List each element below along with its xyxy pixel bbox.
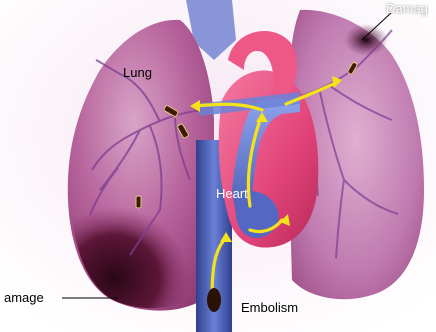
damage-left-label: amage <box>4 291 44 304</box>
embolism-label: Embolism <box>241 301 298 314</box>
right-lung-damage <box>344 24 388 56</box>
embolism-clot <box>207 288 221 312</box>
damage-right-label: Damag <box>386 2 428 15</box>
lung-label: Lung <box>123 66 152 79</box>
clot-left-3 <box>136 196 141 208</box>
heart-label: Heart <box>216 187 248 200</box>
